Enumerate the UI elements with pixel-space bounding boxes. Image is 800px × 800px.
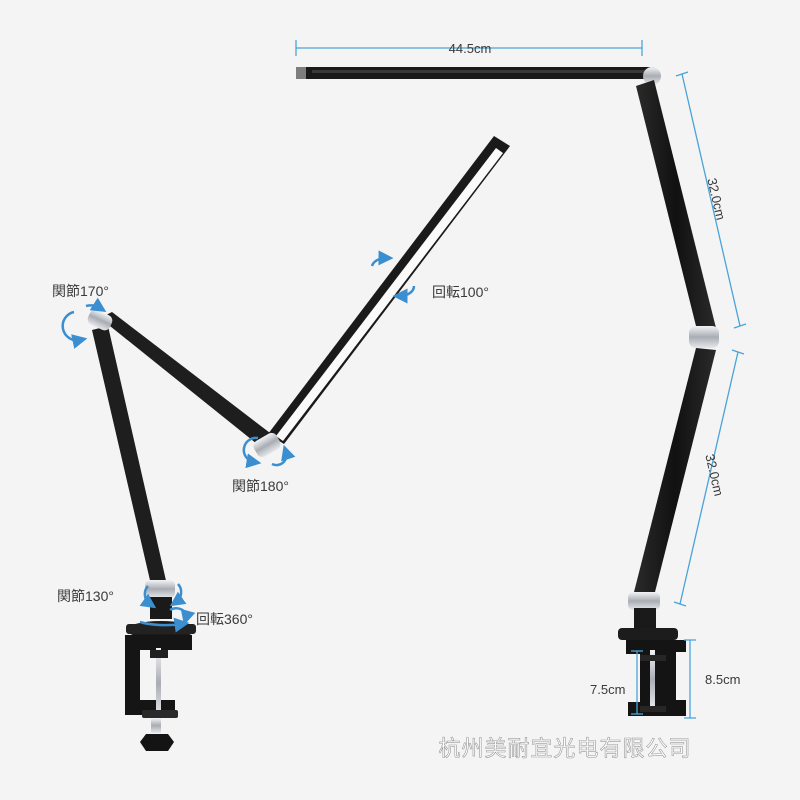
- top-arm-length-label: 44.5cm: [449, 41, 492, 56]
- elbow-joint: [253, 432, 281, 458]
- base-joint-label: 関節130°: [57, 588, 114, 604]
- base-rotate-label: 回転360°: [196, 611, 253, 627]
- base-post: [150, 597, 172, 619]
- extended-base-joint: [628, 592, 660, 610]
- clamp-knob: [140, 734, 174, 751]
- head-rotate-label: 回転100°: [432, 284, 489, 300]
- shoulder-rotate-arrow: [61, 310, 88, 349]
- middle-joint: [689, 326, 719, 348]
- extended-lamp: [296, 67, 719, 716]
- base-joint-arrow: [139, 585, 157, 609]
- folded-light-strip: [276, 148, 503, 441]
- upper-arm-length-label: 32.0cm: [704, 177, 728, 222]
- folded-lamp: [87, 136, 510, 751]
- shoulder-joint: [87, 309, 113, 331]
- rotation-arrows: [61, 250, 416, 633]
- clamp-opening-label: 7.5cm: [590, 682, 625, 697]
- extended-upper-arm: [636, 80, 716, 334]
- elbow-rotate-arrow: [242, 436, 262, 469]
- clamp-screw: [156, 648, 161, 718]
- dimension-lines: [295, 40, 747, 719]
- desk-clamp: [125, 635, 192, 715]
- extended-lower-arm: [634, 348, 716, 596]
- elbow-joint-label: 関節180°: [232, 478, 289, 494]
- base-rotate-arrow: [139, 617, 190, 633]
- head-rotate-arrow: [370, 250, 394, 267]
- clamp-height-label: 8.5cm: [705, 672, 740, 687]
- head-joint: [643, 67, 661, 85]
- company-watermark: 杭州美耐宜光电有限公司: [438, 736, 691, 761]
- folded-lower-arm: [92, 326, 167, 589]
- shoulder-joint-label: 関節170°: [52, 283, 109, 299]
- base-joint: [145, 580, 175, 598]
- folded-upper-arm: [100, 312, 274, 448]
